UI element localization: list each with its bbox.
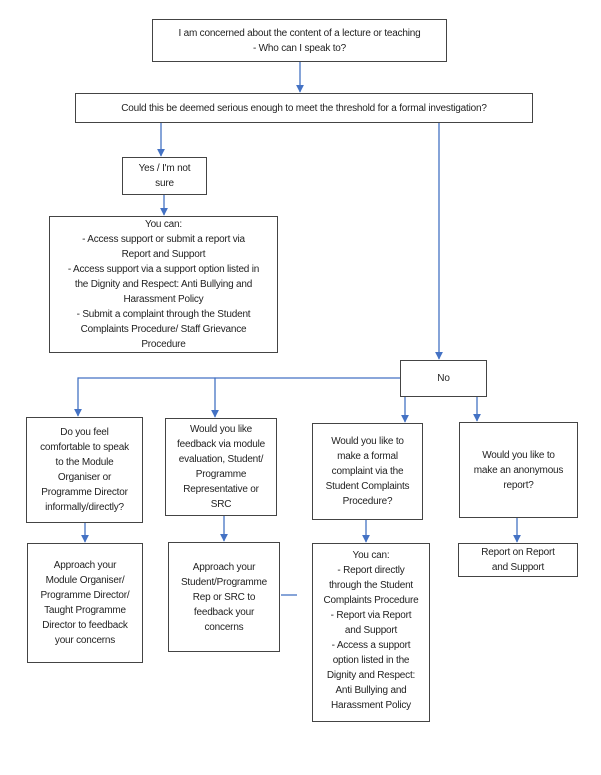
node-threshold-question: Could this be deemed serious enough to m… [75,93,533,123]
node-question-anonymous-report-text: Would you like to make an anonymous repo… [473,449,564,491]
node-question-module-feedback-text: Would you like feedback via module evalu… [177,424,265,510]
node-yes-actions: You can: - Access support or submit a re… [49,216,278,353]
node-answer-approach-rep: Approach your Student/Programme Rep or S… [168,542,280,652]
node-question-formal-complaint-text: Would you like to make a formal complain… [325,436,410,507]
node-answer-report-support-text: Report on Report and Support [481,547,555,573]
node-answer-approach-organiser-text: Approach your Module Organiser/ Programm… [40,560,130,646]
node-question-module-feedback: Would you like feedback via module evalu… [165,418,277,516]
node-answer-approach-organiser: Approach your Module Organiser/ Programm… [27,543,143,663]
node-question-speak-directly-text: Do you feel comfortable to speak to the … [40,427,129,513]
node-answer-formal-options-text: You can: - Report directly through the S… [323,550,419,711]
node-answer-report-support: Report on Report and Support [458,543,578,577]
node-yes: Yes / I'm not sure [122,157,207,195]
node-start-text: I am concerned about the content of a le… [178,27,421,54]
node-answer-approach-rep-text: Approach your Student/Programme Rep or S… [180,561,268,633]
node-threshold-question-text: Could this be deemed serious enough to m… [121,102,487,114]
node-answer-formal-options: You can: - Report directly through the S… [312,543,430,722]
node-yes-text: Yes / I'm not sure [138,163,191,189]
node-yes-actions-text: You can: - Access support or submit a re… [67,219,260,350]
node-no-text: No [437,373,450,384]
node-start: I am concerned about the content of a le… [152,19,447,62]
node-question-anonymous-report: Would you like to make an anonymous repo… [459,422,578,518]
node-no: No [400,360,487,397]
node-question-speak-directly: Do you feel comfortable to speak to the … [26,417,143,523]
node-question-formal-complaint: Would you like to make a formal complain… [312,423,423,520]
